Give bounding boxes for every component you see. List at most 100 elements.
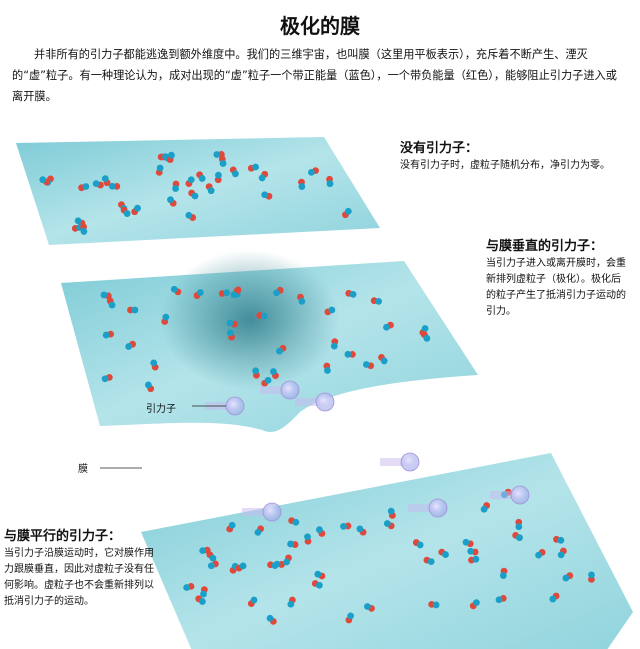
- virtual-particle: [101, 175, 109, 183]
- virtual-particle: [250, 596, 258, 604]
- graviton-icon: [400, 452, 420, 472]
- virtual-particle: [472, 555, 480, 563]
- virtual-particle: [432, 601, 440, 609]
- virtual-particle: [196, 289, 204, 296]
- virtual-particle: [230, 291, 238, 299]
- virtual-particle: [549, 595, 557, 603]
- virtual-particle: [92, 180, 100, 188]
- virtual-particle: [356, 525, 364, 533]
- membrane-plane-no-graviton: [16, 137, 380, 245]
- virtual-particle: [340, 523, 347, 530]
- virtual-particle: [557, 551, 565, 559]
- virtual-particle: [213, 151, 221, 158]
- virtual-particle: [82, 183, 90, 190]
- virtual-particle: [467, 547, 475, 555]
- virtual-particle: [168, 151, 175, 159]
- virtual-particle: [232, 170, 239, 178]
- virtual-particle: [298, 297, 306, 305]
- virtual-particle: [239, 562, 247, 570]
- virtual-particle: [287, 600, 295, 608]
- virtual-particle: [273, 289, 280, 297]
- virtual-particle: [380, 357, 388, 365]
- virtual-particle: [324, 367, 331, 374]
- virtual-particle: [304, 533, 311, 541]
- virtual-particle: [270, 368, 277, 375]
- virtual-particle: [123, 210, 131, 217]
- graviton-icon: [280, 380, 300, 400]
- virtual-particle: [199, 547, 207, 555]
- virtual-particle: [102, 331, 110, 339]
- virtual-particle: [198, 175, 206, 182]
- virtual-particle: [207, 562, 215, 570]
- virtual-particle: [416, 541, 424, 549]
- virtual-particle: [473, 599, 480, 607]
- graviton-icon: [428, 498, 448, 518]
- virtual-particle: [535, 551, 543, 559]
- virtual-particle: [226, 319, 234, 327]
- virtual-particle: [226, 329, 234, 337]
- virtual-particle: [254, 528, 262, 536]
- virtual-particle: [39, 176, 47, 184]
- graviton-icon: [225, 396, 245, 416]
- virtual-particle: [330, 342, 338, 350]
- virtual-particle: [283, 558, 291, 566]
- graviton-icon: [510, 485, 530, 505]
- virtual-particle: [298, 183, 306, 190]
- virtual-particle: [423, 334, 431, 342]
- graviton-trail: [380, 458, 410, 466]
- graviton-label: 引力子: [146, 404, 176, 415]
- virtual-particle: [101, 375, 109, 383]
- virtual-particle: [499, 572, 507, 579]
- virtual-particle: [383, 323, 390, 331]
- virtual-particle: [144, 381, 152, 389]
- virtual-particle: [588, 571, 595, 579]
- virtual-particle: [261, 191, 269, 199]
- virtual-particle: [80, 228, 88, 235]
- virtual-particle: [191, 192, 199, 200]
- virtual-particle: [480, 505, 488, 513]
- virtual-particle: [387, 507, 395, 515]
- caption-perpendicular: 与膜垂直的引力子： 当引力子进入或离开膜时，会重新排列虚粒子（极化）。极化后的粒…: [486, 238, 626, 320]
- caption-body: 当引力子进入或离开膜时，会重新排列虚粒子（极化）。极化后的粒子产生了抵消引力子运…: [486, 258, 626, 317]
- virtual-particle: [562, 574, 570, 582]
- page-title: 极化的膜: [280, 14, 360, 38]
- virtual-particle: [187, 176, 195, 184]
- virtual-particle: [172, 185, 179, 192]
- virtual-particle: [344, 207, 352, 215]
- virtual-particle: [108, 182, 116, 190]
- virtual-particle: [349, 290, 357, 298]
- virtual-particle: [326, 180, 334, 188]
- virtual-particle: [100, 291, 108, 299]
- virtual-particle: [421, 325, 429, 332]
- virtual-particle: [315, 581, 323, 589]
- virtual-particle: [515, 523, 523, 531]
- virtual-particle: [162, 313, 170, 321]
- virtual-particle: [316, 526, 323, 534]
- caption-parallel: 与膜平行的引力子： 当引力子沿膜运动时，它对膜作用力跟膜垂直，因此对虚粒子没有任…: [4, 528, 156, 610]
- virtual-particle: [442, 551, 449, 558]
- virtual-particle: [308, 168, 315, 176]
- graviton-icon: [315, 392, 335, 412]
- virtual-particle: [183, 584, 191, 591]
- virtual-particle: [134, 204, 141, 212]
- graviton-trail: [295, 398, 325, 406]
- virtual-particle: [260, 312, 268, 320]
- graviton-trail: [490, 491, 520, 499]
- virtual-particle: [383, 520, 391, 527]
- virtual-particle: [252, 367, 260, 375]
- graviton-icon: [262, 502, 282, 522]
- virtual-particle: [462, 538, 470, 546]
- virtual-particle: [287, 540, 294, 548]
- virtual-particle: [108, 301, 116, 309]
- virtual-particle: [167, 196, 174, 204]
- membrane-plane-parallel: [141, 453, 633, 649]
- virtual-particle: [170, 285, 178, 293]
- virtual-particle: [364, 603, 371, 610]
- graviton-trail: [260, 386, 290, 394]
- virtual-particle: [252, 163, 259, 171]
- caption-body: 没有引力子时，虚粒子随机分布，净引力为零。: [400, 160, 610, 171]
- virtual-particle: [150, 359, 158, 367]
- virtual-particle: [347, 612, 355, 620]
- virtual-particle: [427, 558, 435, 565]
- virtual-particle: [344, 350, 352, 358]
